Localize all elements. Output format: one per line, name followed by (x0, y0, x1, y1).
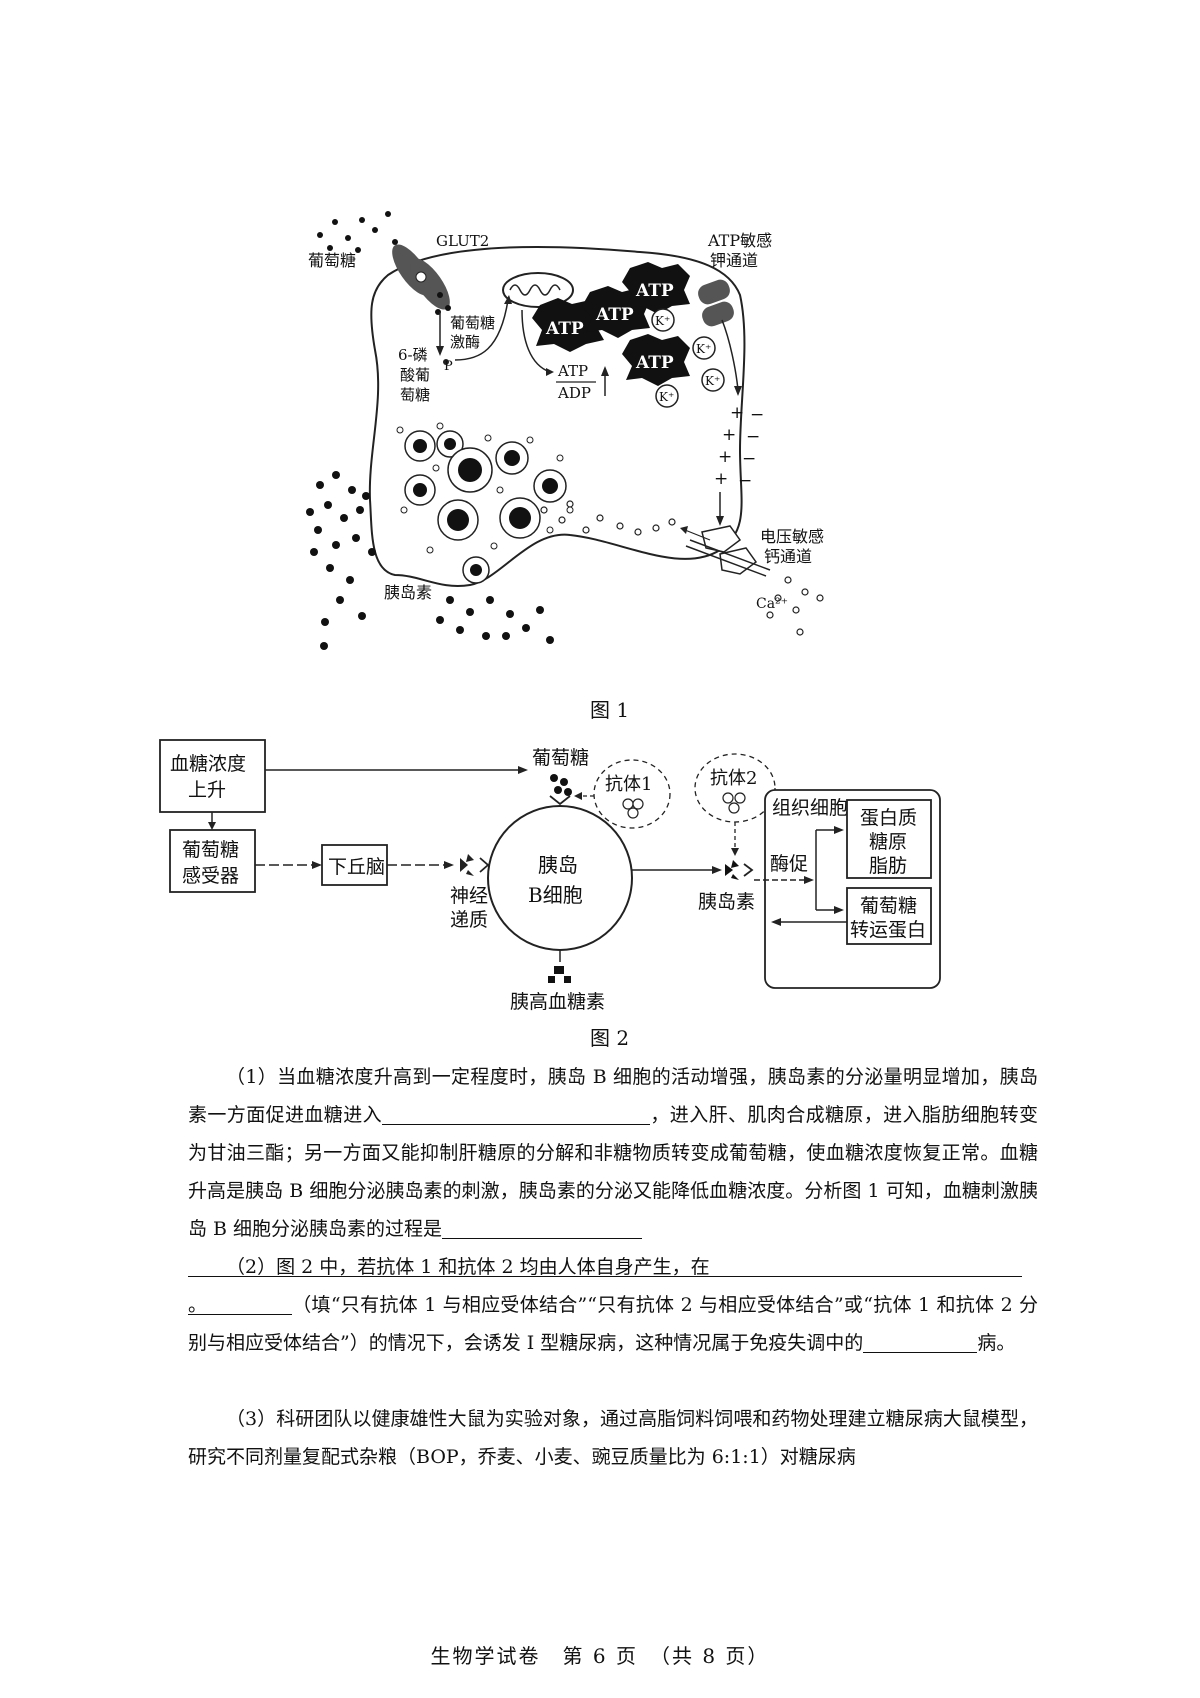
plus-4: + (714, 469, 728, 489)
atp-label-2: ATP (595, 305, 634, 325)
q1-answer-blank-2[interactable] (442, 1216, 643, 1239)
minus-4: − (738, 471, 752, 491)
atp-ratio-bottom: ADP (557, 384, 591, 402)
label-products-1: 蛋白质 (860, 807, 917, 829)
figure2-flow-diagram: 血糖浓度 上升 葡萄糖 感受器 下丘脑 神经 递质 胰岛 B细胞 葡萄糖 抗体1… (159, 739, 941, 1013)
label-insulin: 胰岛素 (698, 891, 755, 913)
potassium-ions (651, 308, 725, 408)
cell-membrane (368, 246, 746, 587)
label-antibody1: 抗体1 (605, 774, 652, 795)
label-ca-ion: Ca²⁺ (756, 596, 788, 612)
atp-burst (532, 262, 690, 386)
plus-1: + (730, 403, 744, 423)
q2-answer-blank-2[interactable] (188, 1292, 292, 1315)
box-receptor-1: 葡萄糖 (182, 839, 239, 861)
beta-cell-circle (487, 805, 633, 951)
small-vesicles (396, 422, 574, 554)
label-beta-cell-1: 胰岛 (538, 853, 578, 877)
label-products-2: 糖原 (869, 831, 907, 853)
minus-2: − (746, 427, 760, 447)
q2-answer-blank-1[interactable] (709, 1254, 954, 1277)
label-ca-channel-2: 钙通道 (764, 547, 812, 566)
question-2: （2）图 2 中，若抗体 1 和抗体 2 均由人体自身产生，在 （填“只有抗体 … (188, 1248, 1038, 1362)
q3-text: （3）科研团队以健康雄性大鼠为实验对象，通过高脂饲料饲喂和药物处理建立糖尿病大鼠… (188, 1408, 1038, 1468)
atp-label-4: ATP (635, 353, 674, 373)
glucose-molecules (550, 774, 572, 796)
figure2-caption: 图 2 (590, 1026, 630, 1050)
q2-text-b: （填“只有抗体 1 与相应受体结合”“只有抗体 2 与相应受体结合”或“抗体 1… (188, 1294, 1038, 1354)
label-atp-channel-2: 钾通道 (710, 251, 758, 270)
figure1-cell-diagram: ATP ATP ATP ATP ATP ADP K⁺ K⁺ K⁺ K⁺ + − … (306, 211, 824, 650)
label-neurotransmitter-2: 递质 (450, 909, 488, 931)
plus-3: + (718, 447, 732, 467)
label-glucokinase-2: 激酶 (450, 333, 480, 351)
label-g6p-2: 酸葡 (400, 366, 430, 384)
q1-text-end: 。 (188, 1294, 208, 1316)
glucagon-molecules (548, 966, 571, 983)
box-blood-sugar-2: 上升 (188, 779, 226, 801)
label-glucose: 葡萄糖 (532, 747, 589, 769)
insulin-granules (404, 430, 567, 584)
label-p: P (444, 359, 453, 374)
label-atp-channel-1: ATP敏感 (707, 231, 772, 250)
q1-text-a: （1）当血糖浓度升高到一定程度时，胰岛 B 细胞的活动增强，胰岛素的分泌量明显增… (188, 1066, 1038, 1126)
label-glut2: GLUT2 (436, 232, 489, 250)
label-g6p-1: 6-磷 (398, 346, 428, 364)
voltage-sensitive-ca-channel (685, 525, 771, 577)
label-tissue-cell: 组织细胞 (772, 797, 848, 819)
figure1-caption: 图 1 (590, 698, 630, 722)
label-glucagon: 胰高血糖素 (510, 991, 605, 1013)
label-enzyme: 酶促 (770, 853, 808, 875)
label-beta-cell-2: B细胞 (528, 883, 583, 907)
q2-answer-blank-3[interactable] (863, 1330, 978, 1353)
label-products-3: 脂肪 (869, 855, 907, 877)
box-hypothalamus: 下丘脑 (328, 856, 385, 878)
atp-label-3: ATP (635, 281, 674, 301)
label-transporter-1: 葡萄糖 (860, 895, 917, 917)
glut2-transporter (392, 244, 450, 310)
box-blood-sugar-1: 血糖浓度 (170, 753, 246, 775)
question-3: （3）科研团队以健康雄性大鼠为实验对象，通过高脂饲料饲喂和药物处理建立糖尿病大鼠… (188, 1400, 1038, 1476)
label-glucokinase-1: 葡萄糖 (450, 314, 495, 332)
atp-label-1: ATP (545, 319, 584, 339)
mitochondrion (502, 272, 574, 308)
k-ion-2: K⁺ (696, 342, 711, 356)
label-glucose: 葡萄糖 (308, 251, 356, 270)
question-1: （1）当血糖浓度升高到一定程度时，胰岛 B 细胞的活动增强，胰岛素的分泌量明显增… (188, 1058, 1038, 1324)
minus-1: − (750, 405, 764, 425)
label-transporter-2: 转运蛋白 (850, 919, 926, 941)
insulin-molecules (725, 860, 739, 880)
q2-text-a: （2）图 2 中，若抗体 1 和抗体 2 均由人体自身产生，在 (226, 1256, 710, 1278)
q2-text-c: 病。 (977, 1332, 1016, 1354)
granule-cores (413, 438, 558, 576)
label-antibody2: 抗体2 (710, 768, 757, 789)
plus-2: + (722, 425, 736, 445)
label-g6p-3: 萄糖 (400, 386, 430, 404)
minus-3: − (742, 449, 756, 469)
label-neurotransmitter-1: 神经 (450, 885, 488, 907)
k-ion-3: K⁺ (705, 374, 720, 388)
q1-answer-blank-3[interactable] (188, 1254, 1022, 1277)
k-ion-4: K⁺ (659, 390, 674, 404)
atp-sensitive-k-channel (698, 279, 734, 327)
released-insulin (306, 471, 554, 650)
page-footer: 生物学试卷 第 6 页 （共 8 页） (430, 1644, 770, 1668)
k-ion-1: K⁺ (655, 314, 670, 328)
calcium-ions (540, 500, 824, 636)
q1-answer-blank-1[interactable] (382, 1102, 650, 1125)
atp-ratio-top: ATP (557, 362, 588, 380)
box-receptor-2: 感受器 (182, 865, 239, 887)
q1-text-b: ，进入肝、肌肉合成糖原，进入脂肪细胞转变为甘油三酯；另一方面又能抑制肝糖原的分解… (188, 1104, 1038, 1240)
label-insulin: 胰岛素 (384, 583, 432, 602)
label-ca-channel-1: 电压敏感 (760, 527, 824, 546)
